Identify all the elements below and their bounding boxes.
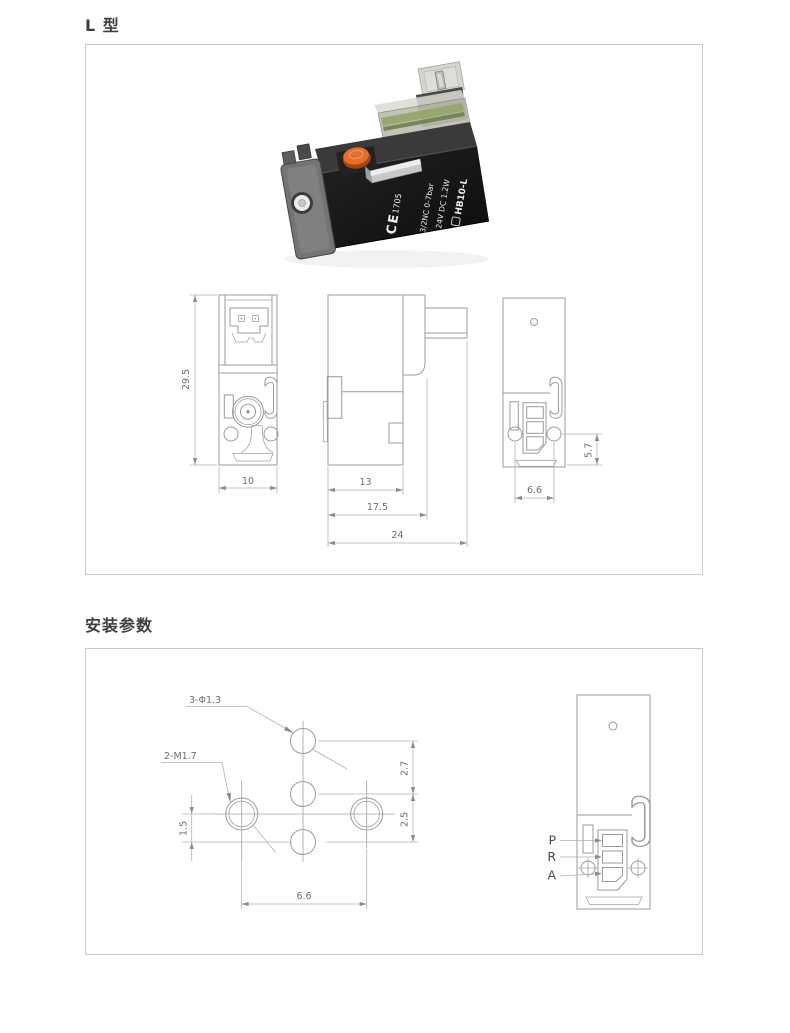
front-view-drawing: 29.5 10 (181, 294, 279, 493)
section-title-l-type: L 型 (85, 16, 120, 35)
threads-label: 2-M1.7 (164, 751, 197, 762)
section-title-mounting: 安装参数 (85, 616, 154, 635)
dim-mount-bottom: 6.6 (296, 891, 311, 902)
side-view-drawing: 13 17.5 24 (322, 294, 468, 547)
din-rail-hook (549, 376, 563, 419)
mounting-technical-drawing: 3-Φ1.3 2-M1.7 2.7 (161, 694, 651, 910)
din-rail-hook (631, 795, 651, 848)
dim-mount-top: 2.7 (400, 761, 411, 776)
dim-side-mid: 17.5 (367, 502, 388, 513)
port-label-p: P (548, 833, 556, 848)
din-rail-hook (264, 376, 278, 419)
mounting-hole-pattern: 3-Φ1.3 2-M1.7 2.7 (161, 695, 418, 909)
dim-front-height: 29.5 (181, 369, 192, 390)
l-type-drawing-panel: HB10-L 24V DC 1.2W 3/2NC 0-7bar CE 1705 (85, 44, 703, 575)
dim-front-width: 10 (242, 476, 254, 487)
back-view-drawing: 5.7 6.6 (502, 297, 602, 503)
brand-logo-icon (450, 216, 461, 227)
product-photo: HB10-L 24V DC 1.2W 3/2NC 0-7bar CE 1705 (280, 61, 490, 268)
holes-diameter-label: 3-Φ1.3 (189, 695, 221, 706)
mounting-params-panel: 3-Φ1.3 2-M1.7 2.7 (85, 648, 703, 955)
dim-back-port-offset: 5.7 (584, 443, 595, 458)
port-identification-view: P R A (547, 694, 651, 910)
dim-mount-left: 1.5 (179, 821, 190, 836)
dim-back-hole-spacing: 6.6 (527, 485, 542, 496)
l-type-technical-drawing: HB10-L 24V DC 1.2W 3/2NC 0-7bar CE 1705 (181, 61, 602, 547)
dim-mount-right: 2.5 (400, 812, 411, 827)
pcb-board (381, 103, 464, 126)
dim-side-total: 24 (391, 530, 403, 541)
port-label-a: A (547, 868, 556, 883)
port-label-r: R (547, 849, 556, 864)
ce-number-label: 1705 (391, 193, 403, 215)
ce-mark-label: CE (384, 212, 402, 236)
dim-side-body: 13 (359, 477, 371, 488)
metal-clip (365, 158, 423, 184)
